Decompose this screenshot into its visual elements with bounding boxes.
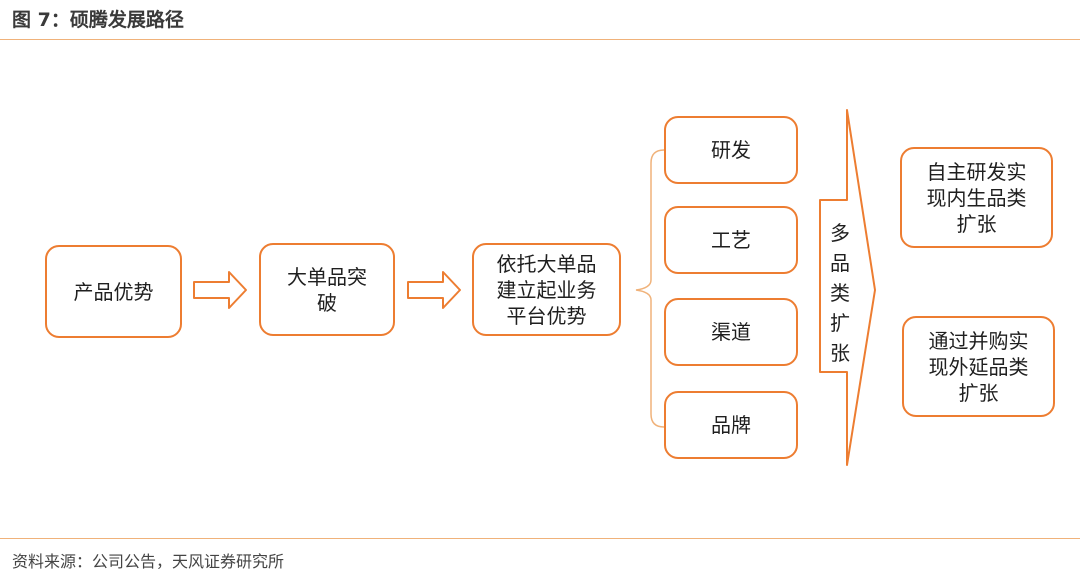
outcome-organic-expansion: 自主研发实现内生品类扩张	[900, 147, 1053, 248]
branch-bracket	[635, 149, 665, 428]
expansion-char: 类	[830, 281, 850, 305]
expansion-char: 张	[830, 341, 850, 365]
outcome-acquisition-expansion: 通过并购实现外延品类扩张	[902, 316, 1055, 417]
stage-product-advantage: 产品优势	[45, 245, 182, 338]
top-divider	[0, 39, 1080, 40]
expansion-arrow	[819, 109, 876, 466]
branch-label: 渠道	[711, 320, 751, 344]
branch-label: 工艺	[711, 228, 751, 252]
expansion-label: 多 品 类 扩 张	[824, 218, 856, 368]
figure-title: 图 7：硕腾发展路径	[12, 9, 184, 31]
branch-brand: 品牌	[664, 391, 798, 459]
stage-label: 大单品突破	[287, 264, 367, 315]
branch-label: 研发	[711, 138, 751, 162]
stage-label: 产品优势	[73, 279, 154, 304]
expansion-char: 多	[830, 221, 850, 245]
branch-label: 品牌	[711, 413, 751, 437]
source-note: 资料来源：公司公告，天风证券研究所	[12, 552, 285, 571]
stage-business-platform: 依托大单品建立起业务平台优势	[472, 243, 621, 336]
branch-rnd: 研发	[664, 116, 798, 184]
branch-channel: 渠道	[664, 298, 798, 366]
stage-label: 依托大单品建立起业务平台优势	[496, 251, 597, 328]
arrow-right-icon	[407, 271, 461, 309]
outcome-label: 通过并购实现外延品类扩张	[928, 328, 1029, 405]
expansion-char: 品	[830, 251, 850, 275]
arrow-right-icon	[193, 271, 247, 309]
outcome-label: 自主研发实现内生品类扩张	[926, 159, 1027, 236]
expansion-char: 扩	[830, 311, 850, 335]
branch-process: 工艺	[664, 206, 798, 274]
bottom-divider	[0, 538, 1080, 539]
stage-single-product-breakthrough: 大单品突破	[259, 243, 395, 336]
